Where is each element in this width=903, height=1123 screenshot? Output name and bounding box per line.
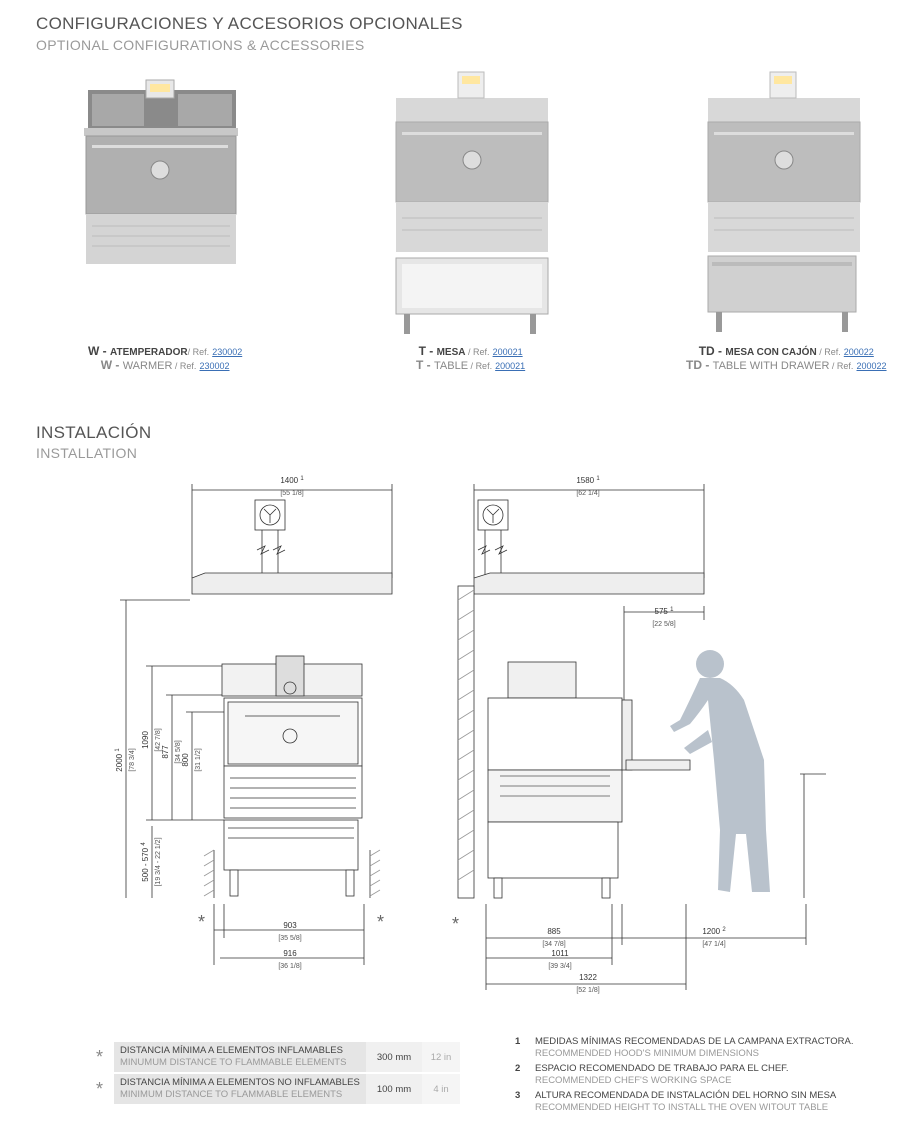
spec-label: DISTANCIA MÍNIMA A ELEMENTOS INFLAMABLES… (114, 1042, 366, 1072)
dim-575: 575 1 (655, 607, 675, 616)
chef-silhouette (670, 650, 770, 892)
footnote-es: MEDIDAS MÍNIMAS RECOMENDADAS DE LA CAMPA… (535, 1036, 854, 1047)
ref-link-warmer[interactable]: 230002 (212, 347, 243, 357)
table-drawer-oven-image (707, 71, 861, 332)
dim-table-height: 500 - 570 4 (141, 842, 150, 882)
table-oven-image (395, 71, 549, 334)
footnote-number: 3 (515, 1090, 521, 1101)
star-icon: * (96, 1046, 104, 1067)
installation-subtitle: INSTALLATION (36, 445, 138, 461)
dim-877: 877 (161, 745, 170, 759)
footnote-en: RECOMMENDED CHEF'S WORKING SPACE (535, 1075, 732, 1086)
caption-warmer: W - ATEMPERADOR/ Ref. 230002 W - WARMER … (88, 344, 243, 372)
footnotes: 1 MEDIDAS MÍNIMAS RECOMENDADAS DE LA CAM… (515, 1036, 853, 1117)
ref-link-table[interactable]: 200021 (492, 347, 523, 357)
ref-link-table-drawer[interactable]: 200022 (843, 347, 874, 357)
dim-1011-in: [39 3/4] (548, 963, 571, 970)
dim-1090-in: [42 7/8] (155, 728, 162, 751)
warmer-oven-image (84, 79, 238, 264)
dim-1011: 1011 (551, 949, 569, 958)
dim-1322: 1322 (579, 973, 597, 982)
side-installation-drawing (457, 484, 826, 990)
footnote: 3 ALTURA RECOMENDADA DE INSTALACIÓN DEL … (515, 1090, 853, 1114)
front-hood-width: 1400 1 (280, 476, 304, 485)
page-subtitle: OPTIONAL CONFIGURATIONS & ACCESSORIES (36, 37, 365, 53)
footnote-en: RECOMMENDED HEIGHT TO INSTALL THE OVEN W… (535, 1102, 829, 1113)
footnote-es: ALTURA RECOMENDADA DE INSTALACIÓN DEL HO… (535, 1090, 837, 1101)
footnote-es: ESPACIO RECOMENDADO DE TRABAJO PARA EL C… (535, 1063, 789, 1074)
dim-885: 885 (547, 927, 561, 936)
front-installation-drawing (120, 484, 393, 965)
dim-800-in: [31 1/2] (195, 748, 202, 771)
footnote-number: 1 (515, 1036, 521, 1047)
front-total-height-in: [78 3/4] (129, 748, 136, 771)
front-total-height: 2000 1 (115, 748, 124, 772)
dim-916: 916 (283, 949, 297, 958)
dim-916-in: [36 1/8] (278, 963, 301, 970)
spec-label: DISTANCIA MÍNIMA A ELEMENTOS NO INFLAMAB… (114, 1074, 366, 1104)
front-hood-width-in: [55 1/8] (280, 490, 303, 497)
dim-903-in: [35 5/8] (278, 935, 301, 942)
spec-row: * DISTANCIA MÍNIMA A ELEMENTOS INFLAMABL… (90, 1042, 460, 1072)
front-left-star: * (198, 912, 205, 932)
dim-885-in: [34 7/8] (542, 941, 565, 948)
spec-in: 12 in (422, 1042, 460, 1072)
star-icon: * (96, 1078, 104, 1099)
ref-link-warmer-en[interactable]: 230002 (199, 361, 230, 371)
spec-in: 4 in (422, 1074, 460, 1104)
ref-link-table-drawer-en[interactable]: 200022 (856, 361, 887, 371)
dim-1200: 1200 2 (702, 927, 726, 936)
dim-800: 800 (181, 753, 190, 767)
caption-table-drawer: TD - MESA CON CAJÓN / Ref. 200022 TD - T… (686, 344, 887, 372)
footnote: 1 MEDIDAS MÍNIMAS RECOMENDADAS DE LA CAM… (515, 1036, 853, 1060)
footnote-en: RECOMMENDED HOOD'S MINIMUM DIMENSIONS (535, 1048, 760, 1059)
dim-1322-in: [52 1/8] (576, 987, 599, 994)
distance-spec-table: * DISTANCIA MÍNIMA A ELEMENTOS INFLAMABL… (90, 1040, 460, 1106)
footnote: 2 ESPACIO RECOMENDADO DE TRABAJO PARA EL… (515, 1063, 853, 1087)
dim-903: 903 (283, 921, 297, 930)
ref-link-table-en[interactable]: 200021 (495, 361, 526, 371)
dim-575-in: [22 5/8] (652, 621, 675, 628)
side-left-star: * (452, 914, 459, 934)
caption-table: T - MESA / Ref. 200021 T - TABLE / Ref. … (416, 344, 526, 372)
side-hood-width-in: [62 1/4] (576, 490, 599, 497)
dim-table-height-in: [19 3/4 - 22 1/2] (155, 837, 162, 886)
footnote-number: 2 (515, 1063, 521, 1074)
front-right-star: * (377, 912, 384, 932)
dim-877-in: [34 5/8] (175, 740, 182, 763)
dim-1090: 1090 (141, 731, 150, 749)
spec-mm: 100 mm (366, 1074, 422, 1104)
side-hood-width: 1580 1 (576, 476, 600, 485)
spec-row: * DISTANCIA MÍNIMA A ELEMENTOS NO INFLAM… (90, 1074, 460, 1104)
page-title: CONFIGURACIONES Y ACCESORIOS OPCIONALES (36, 14, 463, 33)
dim-1200-in: [47 1/4] (702, 941, 725, 948)
installation-title: INSTALACIÓN (36, 423, 152, 442)
spec-mm: 300 mm (366, 1042, 422, 1072)
